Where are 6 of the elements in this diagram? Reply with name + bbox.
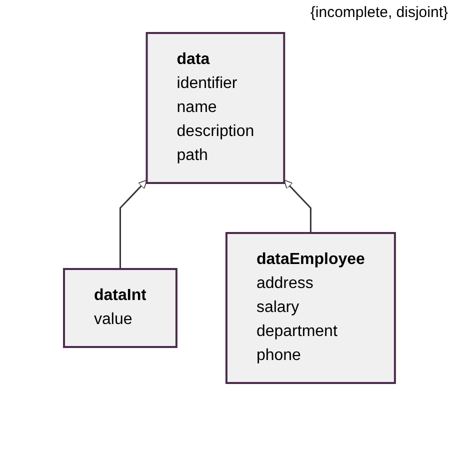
constraint-note: {incomplete, disjoint} (310, 4, 448, 21)
node-box: dataInt value (62, 268, 177, 348)
arrow (119, 180, 147, 269)
node-box: data identifier name description path (145, 32, 285, 184)
arrow (283, 180, 311, 233)
node-box: dataEmployee address salary department phone (224, 232, 396, 384)
